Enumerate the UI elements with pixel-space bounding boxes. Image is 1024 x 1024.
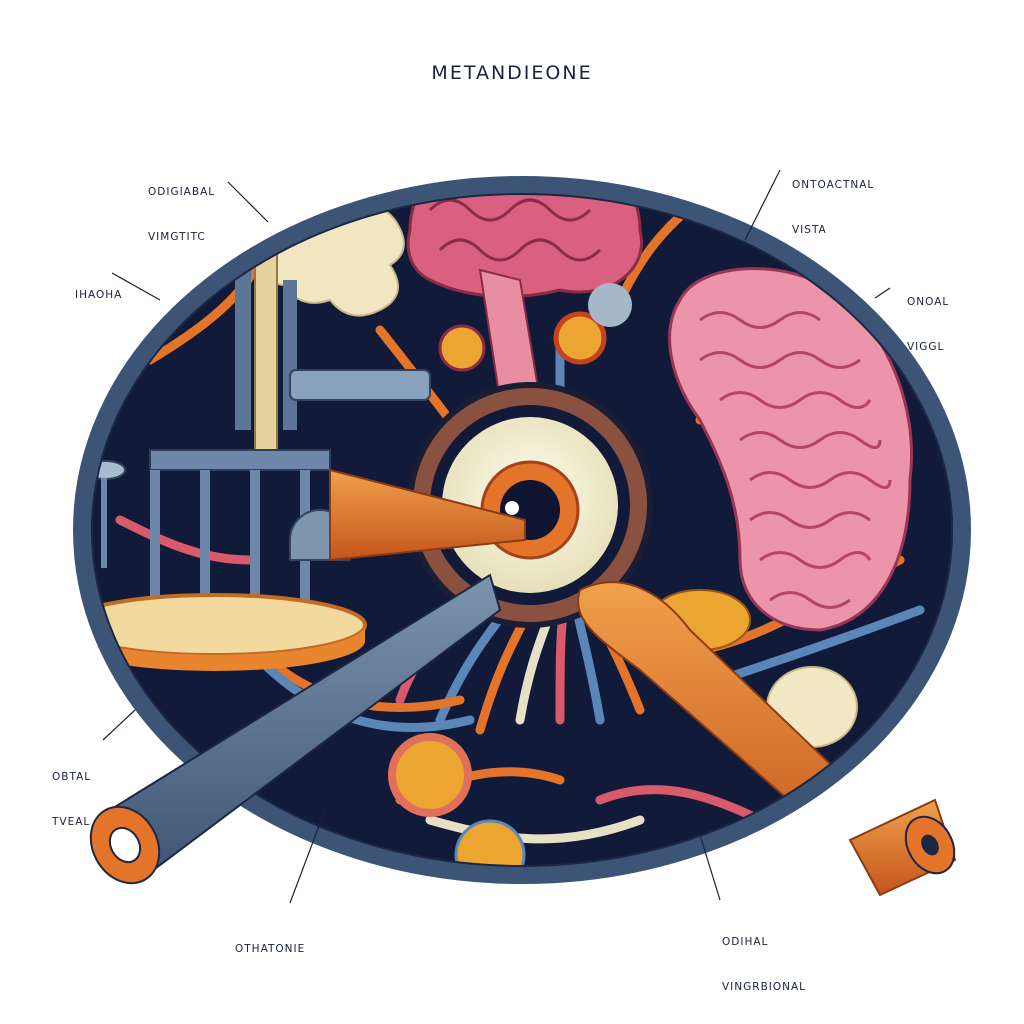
- label-bottom-center: OTHATONIE: [235, 912, 305, 972]
- citrus-slice: [388, 733, 472, 817]
- label-bottom-left: OBTAL TVEAL: [52, 740, 91, 845]
- disc-small: [438, 324, 486, 372]
- outer-ring: [73, 176, 971, 884]
- disc-grey: [588, 283, 632, 327]
- central-eye: [407, 382, 653, 628]
- orange-rod-end: [848, 798, 957, 897]
- blue-rod: [89, 573, 502, 885]
- orange-cone: [329, 468, 526, 562]
- label-line: VIGGL: [907, 341, 945, 353]
- label-top-right: ONTOACTNAL VISTA: [792, 148, 874, 253]
- citrus-slice-2: [454, 819, 526, 868]
- label-top-left: ODIGIABAL VIMGTITC: [148, 155, 215, 260]
- label-line: ODIGIABAL: [148, 186, 216, 198]
- label-line: ONOAL: [907, 296, 950, 308]
- label-left: IHAOHA: [75, 258, 122, 318]
- factory: [90, 239, 431, 671]
- diagram-title: METANDIEONE: [431, 62, 593, 84]
- label-line: IHAOHA: [75, 289, 123, 301]
- label-line: ODIHAL: [722, 936, 769, 948]
- disc-orange: [553, 311, 607, 365]
- label-line: ONTOACTNAL: [792, 179, 875, 191]
- label-right: ONOAL VIGGL: [907, 265, 949, 370]
- label-line: OTHATONIE: [235, 943, 306, 955]
- label-line: VIMGTITC: [148, 231, 206, 243]
- label-line: OBTAL: [52, 771, 92, 783]
- top-brain: [406, 192, 643, 412]
- right-brain: [649, 267, 913, 651]
- label-line: VINGRBIONAL: [722, 981, 807, 993]
- leader-lines: [102, 169, 891, 904]
- label-bottom-right: ODIHAL VINGRBIONAL: [722, 905, 806, 1010]
- label-line: VISTA: [792, 224, 827, 236]
- label-line: TVEAL: [52, 816, 91, 828]
